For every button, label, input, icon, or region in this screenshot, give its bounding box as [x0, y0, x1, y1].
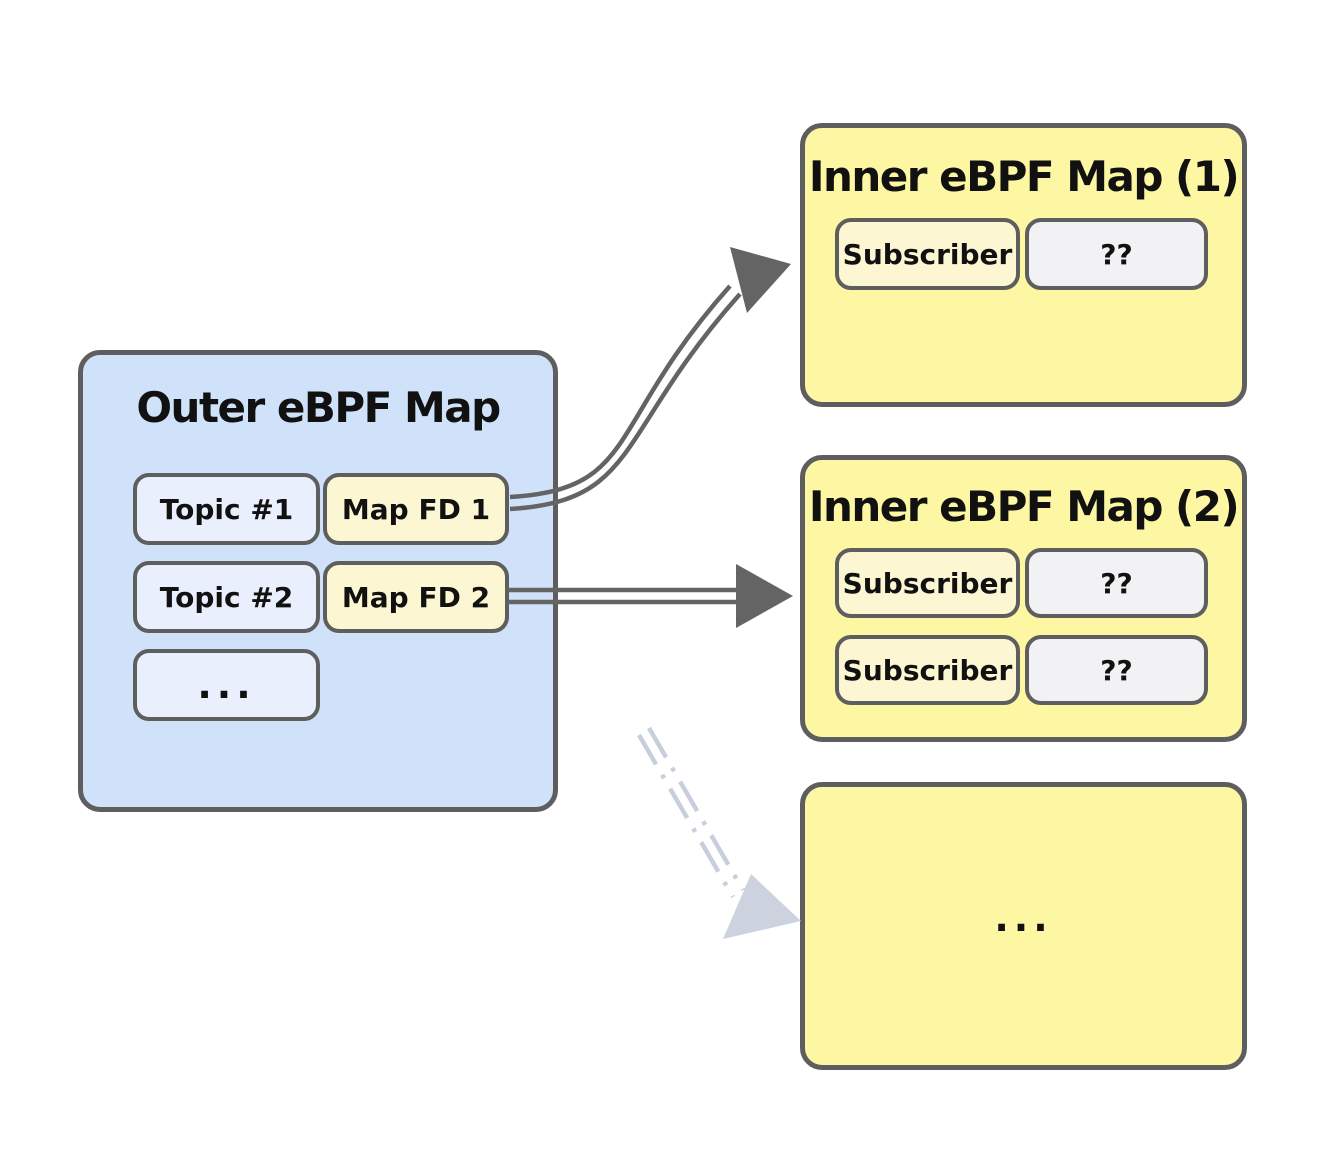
outer-map-ellipsis-label: ... — [197, 663, 256, 707]
outer-map-title: Outer eBPF Map — [136, 383, 501, 432]
outer-map-ellipsis-cell: ... — [133, 649, 320, 721]
dashed-arrowhead-icon — [723, 874, 801, 939]
inner-ebpf-map-2-box: Inner eBPF Map (2) Subscriber ?? Subscri… — [800, 455, 1247, 742]
dashed-arrow-to-more-inner-maps — [637, 726, 801, 939]
inner-map-2-title: Inner eBPF Map (2) — [808, 482, 1240, 531]
inner-map-1-title: Inner eBPF Map (1) — [808, 152, 1240, 201]
inner-map-1-subscriber-cell: Subscriber — [835, 218, 1020, 290]
arrowhead-icon — [736, 564, 793, 628]
inner-map-2-subscriber-cell-1: Subscriber — [835, 548, 1020, 618]
more-inner-maps-box: ... — [800, 782, 1247, 1070]
more-inner-maps-ellipsis-label: ... — [994, 896, 1053, 940]
topic-1-cell: Topic #1 — [133, 473, 320, 545]
arrowhead-icon — [730, 247, 791, 313]
outer-ebpf-map-box: Outer eBPF Map Topic #1 Map FD 1 Topic #… — [78, 350, 558, 812]
topic-2-cell: Topic #2 — [133, 561, 320, 633]
map-fd-2-cell: Map FD 2 — [323, 561, 509, 633]
inner-map-1-unknown-value-cell: ?? — [1025, 218, 1208, 290]
inner-map-2-unknown-value-cell-1: ?? — [1025, 548, 1208, 618]
map-fd-1-cell: Map FD 1 — [323, 473, 509, 545]
inner-map-2-unknown-value-cell-2: ?? — [1025, 635, 1208, 705]
inner-ebpf-map-1-box: Inner eBPF Map (1) Subscriber ?? — [800, 123, 1247, 407]
inner-map-2-subscriber-cell-2: Subscriber — [835, 635, 1020, 705]
